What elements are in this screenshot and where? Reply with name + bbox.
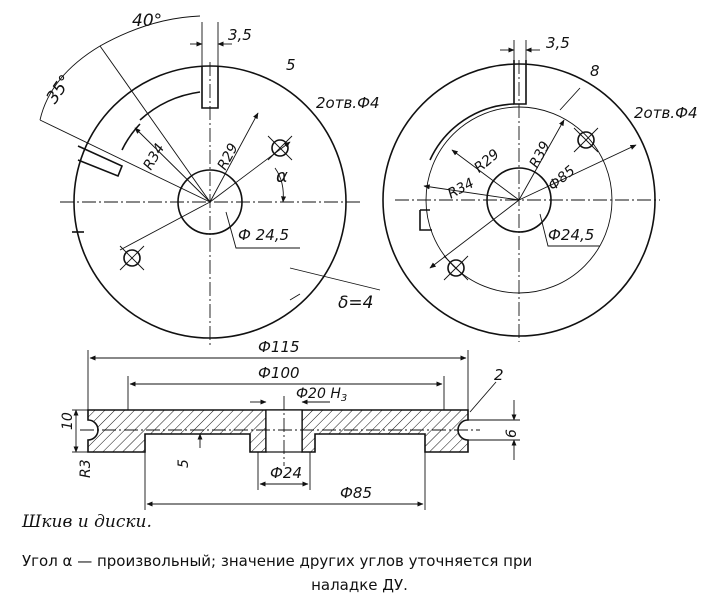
left-disc-hole-top <box>267 135 293 161</box>
pulley-d24-label: Ф24 <box>270 464 302 482</box>
angle-40-arc <box>99 15 201 47</box>
left-disc-bore <box>177 169 243 235</box>
pulley-part-number: 2 <box>494 366 504 384</box>
left-slot-width-label: 3,5 <box>228 26 252 44</box>
right-d85-label: Ф85 <box>545 163 578 195</box>
right-disc-top-slot <box>513 60 527 105</box>
right-part-number: 8 <box>590 62 600 80</box>
caption-line-1: Угол α — произвольный; значение других у… <box>22 552 533 570</box>
left-part-number: 5 <box>286 56 296 74</box>
pulley-d100-label: Ф100 <box>258 364 300 382</box>
pulley-section <box>72 350 520 510</box>
right-holes-label: 2отв.Ф4 <box>634 104 698 122</box>
right-bore-label: Ф24,5 <box>548 226 594 244</box>
pulley-radius-label: R3 <box>78 459 94 478</box>
pulley-d20-label: Ф20 Н3 <box>296 386 347 404</box>
left-disc-view <box>39 15 381 345</box>
angle-35-arc <box>39 45 101 121</box>
right-disc-bore <box>486 167 552 233</box>
thickness-label: δ=4 <box>338 293 373 313</box>
right-r29-label: R29 <box>471 146 502 176</box>
right-r39-label: R39 <box>527 139 554 171</box>
pulley-step-label: 5 <box>176 459 192 468</box>
right-disc-view <box>382 40 660 342</box>
left-disc-left-slot <box>77 145 124 178</box>
caption-title: Шкив и диски. <box>22 512 152 532</box>
right-slot-width-label: 3,5 <box>546 34 570 52</box>
right-disc-r39-circle <box>425 106 613 294</box>
left-bore-label: Ф 24,5 <box>238 226 289 244</box>
right-r34-label: R34 <box>445 175 477 202</box>
left-disc-top-slot <box>201 66 219 109</box>
caption-line-2: наладке ДУ. <box>311 576 408 594</box>
pulley-d115-label: Ф115 <box>258 338 300 356</box>
pulley-d85-label: Ф85 <box>340 484 372 502</box>
left-disc-hole-bottom <box>119 245 145 271</box>
left-holes-label: 2отв.Ф4 <box>316 94 380 112</box>
angle-35-label: 35° <box>43 71 77 107</box>
pulley-groove-label: 6 <box>504 429 520 438</box>
pulley-height-label: 10 <box>60 412 76 430</box>
right-disc-hole-bottom <box>443 255 469 281</box>
left-r29-label: R29 <box>215 141 242 173</box>
angle-40-label: 40° <box>132 11 162 31</box>
right-disc-hole-top <box>573 127 599 153</box>
alpha-label: α <box>276 166 288 187</box>
